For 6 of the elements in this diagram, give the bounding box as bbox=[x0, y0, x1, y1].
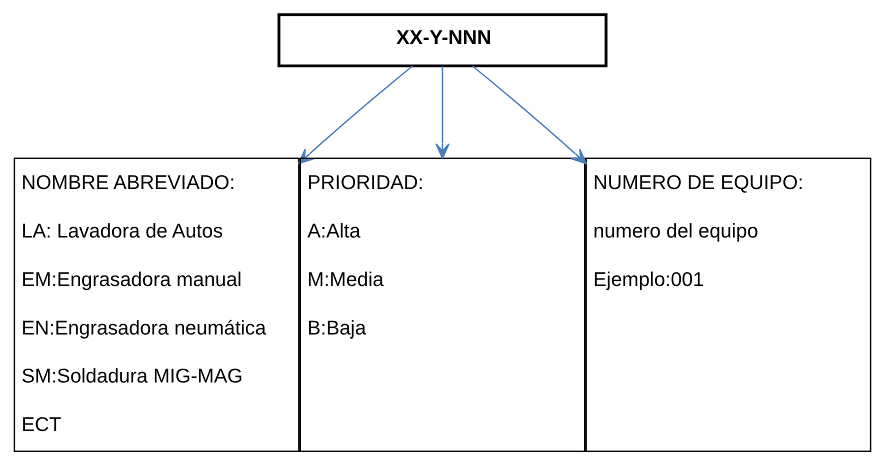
arrow bbox=[472, 65, 587, 164]
node-box: NOMBRE ABREVIADO: LA: Lavadora de Autos EM:Engrasadora manual EN:Engrasadora neumática SM:Soldadura MIG-MAG ECT bbox=[14, 157, 300, 452]
arrow bbox=[435, 66, 450, 158]
node-box: PRIORIDAD: A:Alta M:Media B:Baja bbox=[300, 157, 586, 452]
node-box: NUMERO DE EQUIPO: numero del equipo Ejemplo:001 bbox=[585, 157, 872, 452]
node-box: XX-Y-NNN bbox=[278, 12, 608, 67]
